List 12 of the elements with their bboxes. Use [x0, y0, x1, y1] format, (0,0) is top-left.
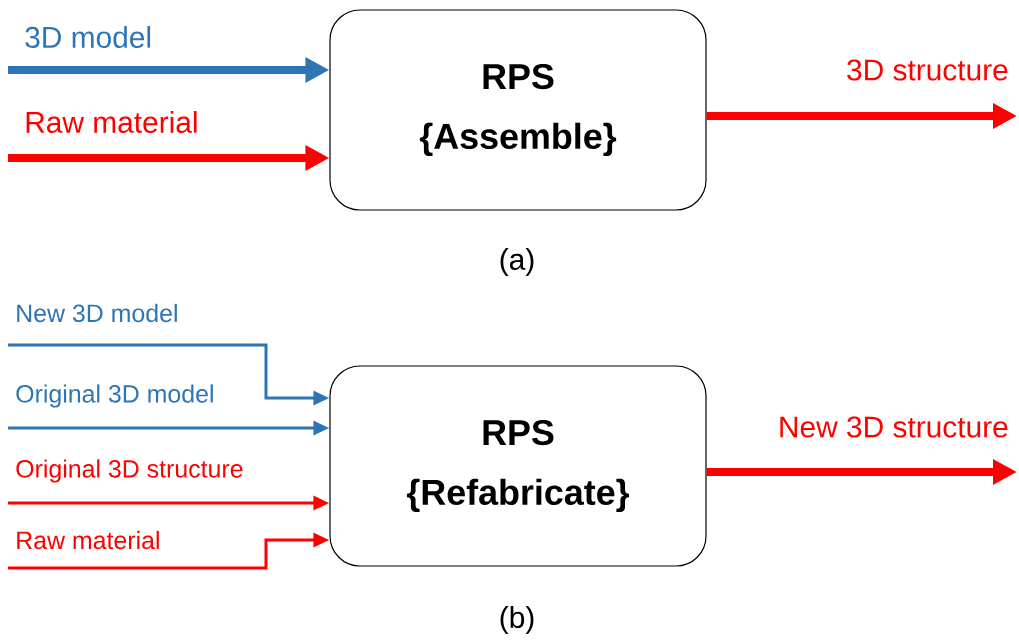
edge-label: Raw material [17, 530, 159, 550]
edge-label: 3D model [25, 26, 151, 48]
caption: (b) [500, 606, 534, 634]
caption: (a) [500, 248, 534, 276]
process-box: RPS {Assemble} [329, 9, 707, 211]
edge-label: Original 3D structure [16, 459, 243, 483]
edge-label: New 3D model [17, 303, 177, 323]
edge-label: Original 3D model [16, 384, 213, 408]
edge-label: 3D structure [847, 59, 1008, 81]
edge-label: New 3D structure [780, 416, 1008, 438]
process-box: RPS {Refabricate} [329, 365, 707, 567]
edge-label: Raw material [26, 111, 197, 133]
